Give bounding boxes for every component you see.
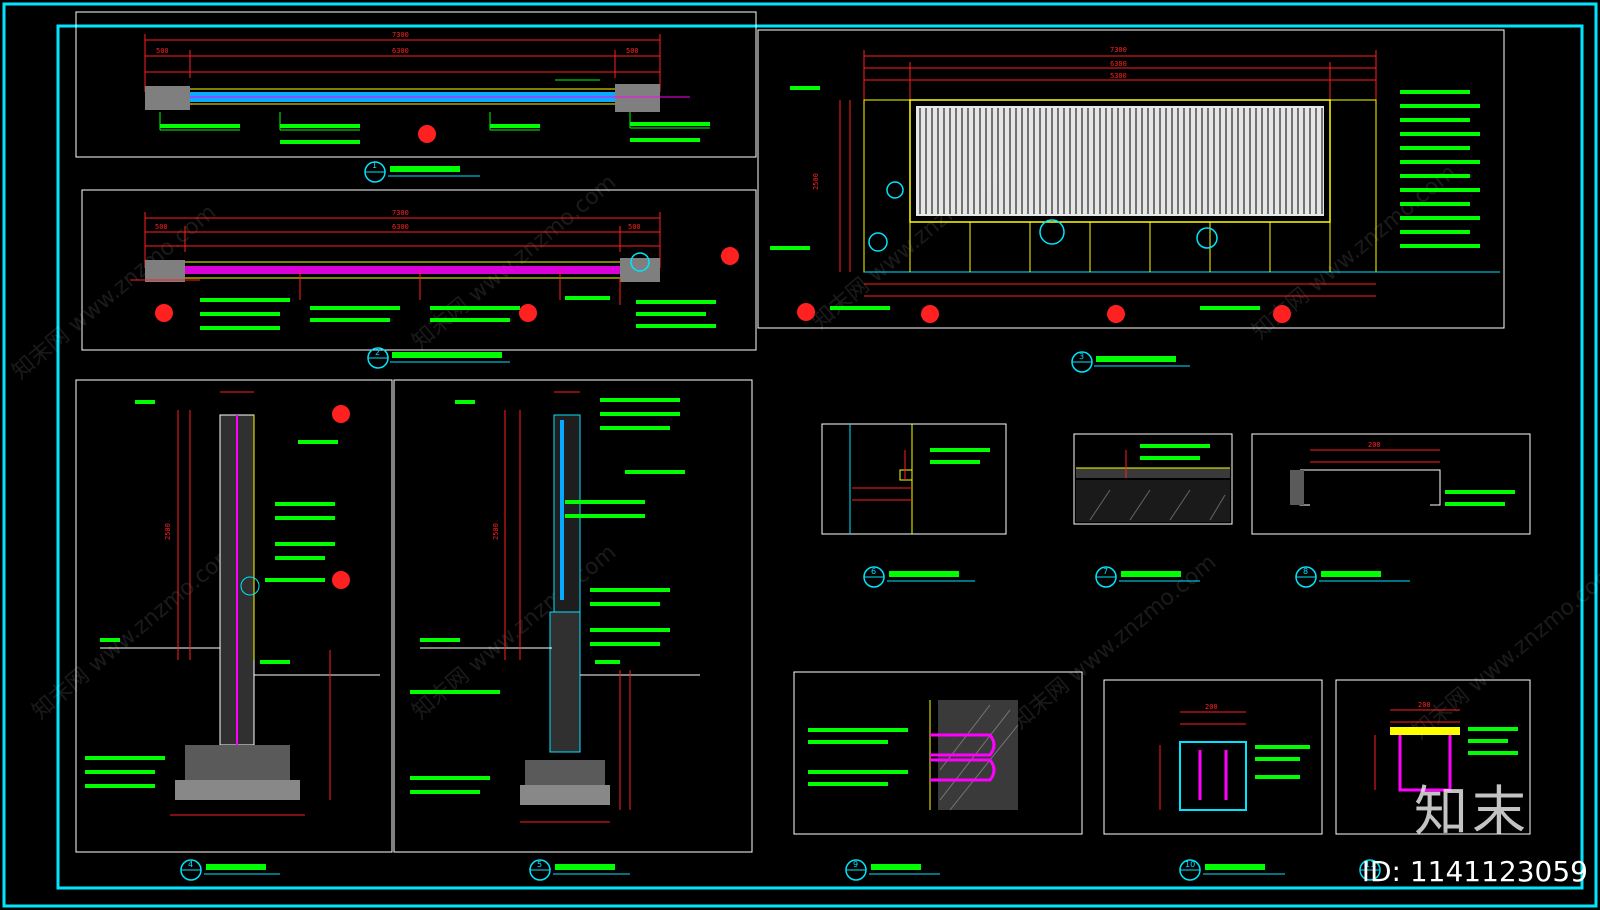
section-marker-3	[418, 125, 436, 143]
view-elevation-3: 7300 6300 5300 2500	[757, 29, 1505, 373]
dim-width: 200	[1205, 703, 1218, 711]
view-number-1: 1	[372, 161, 377, 170]
dim-right: 500	[628, 223, 641, 231]
dim-screen: 5300	[1110, 72, 1127, 80]
inner-frame	[56, 24, 1584, 890]
dim-width: 200	[1418, 701, 1431, 709]
watermark-id-label: ID: 1141123059	[1361, 855, 1588, 888]
dim-left: 500	[155, 223, 168, 231]
section-marker-10	[1107, 305, 1125, 323]
view-section-4: 2500 4	[75, 379, 393, 881]
dim-overall: 7300	[1110, 46, 1127, 54]
watermark-text: 知末网 www.znzmo.com	[8, 200, 221, 385]
detail-11: 200 11	[1335, 679, 1531, 881]
view-number-7: 7	[1103, 567, 1108, 576]
view-number-11: 11	[1365, 860, 1375, 869]
view-number-5: 5	[537, 860, 542, 869]
view-number-2: 2	[375, 348, 380, 357]
detail-7: 7	[1073, 433, 1233, 588]
section-marker-7	[721, 247, 739, 265]
watermark-text: 知末网 www.znzmo.com	[1408, 560, 1600, 745]
section-marker-11	[1273, 305, 1291, 323]
dim-right: 500	[626, 47, 639, 55]
view-number-3: 3	[1079, 352, 1084, 361]
watermark-text: 知末网 www.znzmo.com	[1008, 550, 1221, 735]
view-number-9: 9	[853, 860, 858, 869]
detail-9: 9	[793, 671, 1083, 881]
watermark-text: 知末网 www.znzmo.com	[28, 540, 241, 725]
view-number-10: 10	[1185, 860, 1195, 869]
view-plan-1: 7300 500 6300 500 1	[75, 11, 757, 183]
detail-6: 6	[821, 423, 1007, 588]
watermark-brand: 知末	[1414, 780, 1530, 843]
detail-8: 200 8	[1251, 433, 1531, 588]
dim-overall: 7300	[392, 209, 409, 217]
dim-middle: 6300	[392, 47, 409, 55]
view-section-5: 2500 5	[393, 379, 753, 881]
section-marker-9	[921, 305, 939, 323]
dim-overall: 7300	[392, 31, 409, 39]
view-plan-2: 7300 500 6300 500 2	[81, 189, 757, 369]
dim-height: 2500	[492, 523, 500, 540]
section-marker-5	[519, 304, 537, 322]
dim-inner: 6300	[1110, 60, 1127, 68]
section-marker-7b	[797, 303, 815, 321]
dim-middle: 6300	[392, 223, 409, 231]
dim-height: 2500	[812, 173, 820, 190]
dim-left: 500	[156, 47, 169, 55]
view-number-4: 4	[188, 860, 193, 869]
watermark-text: 知末网 www.znzmo.com	[408, 540, 621, 725]
detail-10: 200 10	[1103, 679, 1323, 881]
section-marker-4	[155, 304, 173, 322]
view-number-6: 6	[871, 567, 876, 576]
view-number-8: 8	[1303, 567, 1308, 576]
dim-height: 2500	[164, 523, 172, 540]
dim-width: 200	[1368, 441, 1381, 449]
